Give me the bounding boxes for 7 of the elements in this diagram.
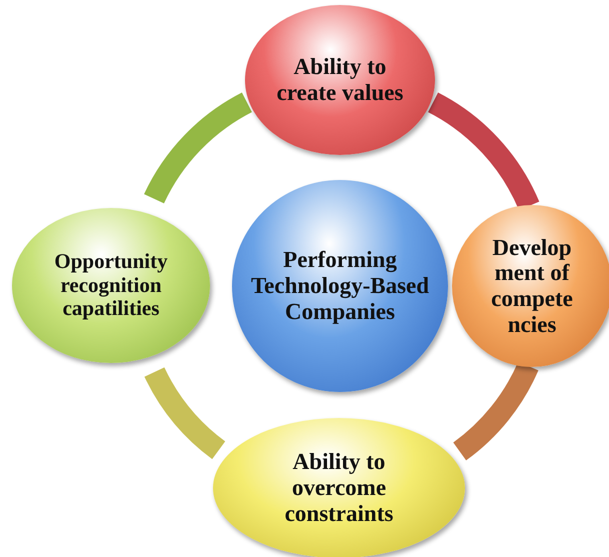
ring-segment	[144, 92, 252, 204]
node-label: Opportunity recognition capatilities	[53, 250, 169, 321]
ring-segment	[144, 366, 226, 459]
node-label: Develop ment of compete ncies	[490, 234, 574, 338]
node-label: Performing Technology-Based Companies	[250, 247, 430, 325]
node-label: Ability to create values	[276, 54, 404, 106]
node-label: Ability to overcome constraints	[284, 449, 394, 527]
